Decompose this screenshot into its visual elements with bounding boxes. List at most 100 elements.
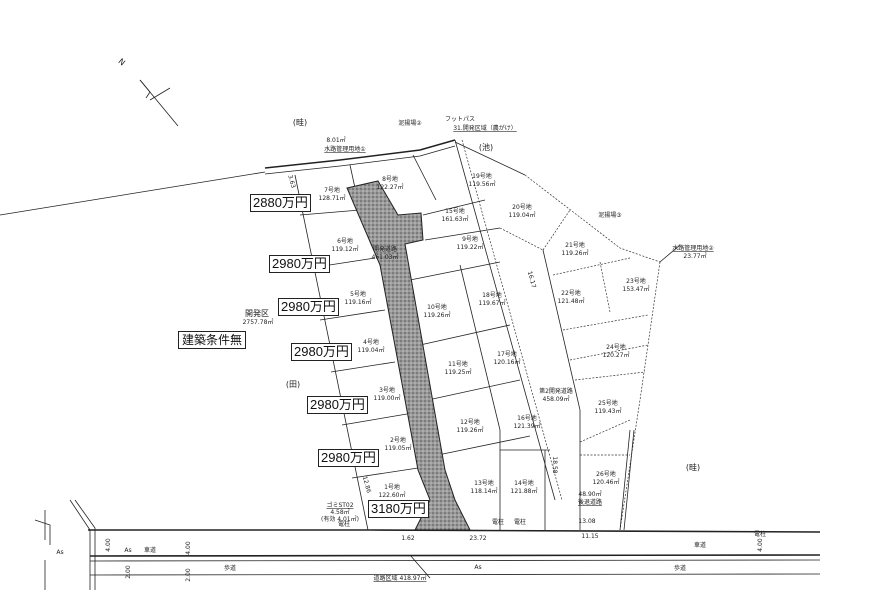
plan-text: As	[124, 547, 131, 554]
plan-text: 4号地	[363, 338, 379, 346]
development-road	[346, 180, 471, 531]
plan-text: 歩道	[224, 564, 236, 572]
plan-text: 22号地	[561, 289, 581, 297]
plan-text: 歩道	[674, 564, 686, 572]
plan-text: 電柱	[754, 530, 766, 538]
plan-text: 119.04㎡	[509, 211, 536, 219]
plan-text: 119.04㎡	[358, 346, 385, 354]
plan-text: 16.17	[526, 270, 537, 289]
plan-text: 153.47㎡	[623, 285, 650, 293]
plan-text: 119.12㎡	[332, 245, 359, 253]
plan-text: 8号地	[382, 175, 398, 183]
plan-text: 21号地	[565, 241, 585, 249]
plan-text: 10号地	[427, 303, 447, 311]
plan-text: 道路区域 418.97㎡	[374, 574, 427, 582]
plan-text: 3.63	[286, 174, 296, 189]
plan-text: 電柱	[338, 520, 350, 528]
plan-text: 12.86	[361, 475, 372, 494]
plan-text: As	[56, 549, 63, 556]
plan-text: (池)	[479, 142, 493, 152]
plan-text: 119.26㎡	[424, 311, 451, 319]
price-tag-lot-3: 2980万円	[307, 396, 368, 414]
plan-text: 1.62	[401, 535, 415, 542]
plan-text: 開発区	[245, 309, 269, 318]
plan-text: 車道	[694, 541, 706, 549]
plan-text: 2.00	[185, 568, 192, 582]
plan-text: 122.60㎡	[379, 491, 406, 499]
plan-text: 118.14㎡	[471, 487, 498, 495]
plan-text: 119.25㎡	[445, 368, 472, 376]
plan-text: 458.09㎡	[543, 395, 570, 403]
plan-text: 7号地	[324, 186, 340, 194]
plan-text: 461.03㎡	[372, 253, 399, 261]
plan-text: 水路管理用地①	[324, 145, 365, 153]
plan-text: 121.88㎡	[511, 487, 538, 495]
plan-text: 120.16㎡	[494, 358, 521, 366]
plan-text: 2757.78㎡	[243, 318, 274, 326]
plan-text: 128.71㎡	[319, 194, 346, 202]
building-condition-label: 建築条件無	[178, 331, 247, 349]
plan-text: 119.05㎡	[385, 444, 412, 452]
plan-text: ゴミST02	[326, 501, 353, 509]
price-tag-lot-2: 2980万円	[318, 449, 379, 467]
plan-text: 119.26㎡	[457, 426, 484, 434]
plan-text: 2号地	[390, 436, 406, 444]
plan-text: (有効 4.01㎡)	[321, 515, 359, 523]
plan-text: 16号地	[517, 414, 537, 422]
plan-text: 第2開発道路	[539, 387, 573, 395]
plan-text: 24号地	[606, 343, 626, 351]
misc-labels: (畦) (畦) (池) (田) フットパス 31.開発区域（農がけ） 泥揚場② …	[243, 116, 715, 523]
plan-text: 23.72	[469, 535, 486, 542]
plan-text: 119.26㎡	[562, 249, 589, 257]
plan-text: 6号地	[337, 237, 353, 245]
dimension-labels: 3.63 1.62 23.72 11.15 13.08 4.00 4.00 4.…	[105, 174, 764, 581]
plan-text: (畦)	[293, 117, 307, 127]
plan-text: 18号地	[482, 291, 502, 299]
plan-text: 後退道路	[578, 498, 602, 506]
price-tag-lot-6: 2980万円	[269, 255, 330, 273]
plan-text: 23号地	[626, 277, 646, 285]
plan-text: 車道	[144, 546, 156, 554]
plan-text: (畦)	[686, 462, 700, 472]
plan-text: 4.00	[185, 541, 192, 555]
plan-text: 23.77㎡	[683, 252, 706, 260]
plan-text: 4.00	[105, 538, 112, 552]
plan-text: 121.48㎡	[558, 297, 585, 305]
price-tag-lot-7: 2880万円	[250, 194, 311, 212]
plan-text: 11号地	[448, 360, 468, 368]
plan-text: 13号地	[474, 479, 494, 487]
plan-text: 48.90㎡	[578, 490, 601, 498]
plan-text: 4.00	[757, 538, 764, 552]
plan-text: 開発道路	[373, 245, 397, 253]
plan-text: 19号地	[472, 172, 492, 180]
plan-text: 5号地	[350, 290, 366, 298]
plan-text: 9号地	[462, 235, 478, 243]
plan-text: As	[474, 564, 481, 571]
plan-text: 2.00	[125, 565, 132, 579]
plan-text: 119.00㎡	[374, 394, 401, 402]
plan-text: 120.46㎡	[593, 478, 620, 486]
plan-text: 8.01㎡	[326, 136, 345, 144]
plan-text: 161.63㎡	[442, 215, 469, 223]
price-tag-lot-5: 2980万円	[278, 298, 339, 316]
plan-text: 12号地	[460, 418, 480, 426]
plan-text: 119.16㎡	[345, 298, 372, 306]
plan-text: 15号地	[445, 207, 465, 215]
plan-text: 11.15	[581, 533, 598, 540]
plan-text: 26号地	[596, 470, 616, 478]
